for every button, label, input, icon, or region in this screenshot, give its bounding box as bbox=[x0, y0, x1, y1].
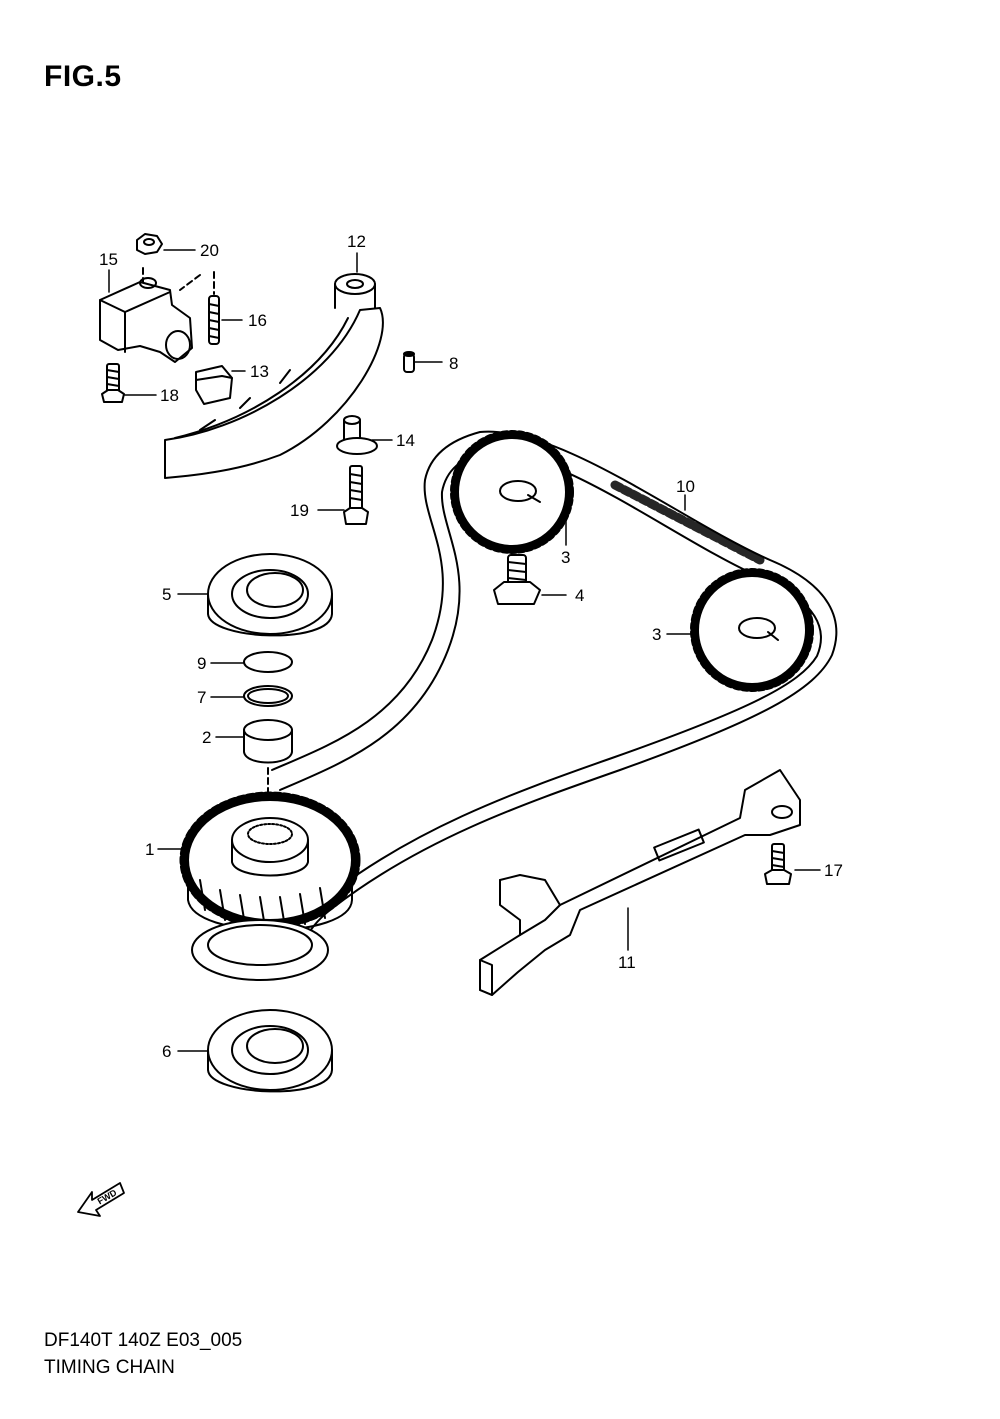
stud-bolt bbox=[208, 271, 220, 345]
crankshaft-gear bbox=[179, 791, 361, 931]
callout-16: 16 bbox=[248, 311, 267, 330]
o-ring bbox=[243, 685, 293, 707]
bolt-18 bbox=[101, 363, 125, 403]
guide-bolt bbox=[764, 843, 792, 885]
dowel-pin bbox=[403, 351, 415, 373]
figure-title: FIG.5 bbox=[44, 60, 122, 93]
sleeve bbox=[243, 719, 293, 764]
callout-13: 13 bbox=[250, 362, 269, 381]
chain-tensioner-arm bbox=[164, 273, 384, 479]
chain-guide bbox=[479, 769, 801, 996]
callout-9: 9 bbox=[197, 654, 206, 673]
callout-15: 15 bbox=[99, 250, 118, 269]
bearing-lower bbox=[207, 1009, 333, 1093]
callout-6: 6 bbox=[162, 1042, 171, 1061]
callout-7: 7 bbox=[197, 688, 206, 707]
snap-ring bbox=[243, 651, 293, 673]
leader-lines bbox=[108, 249, 821, 1052]
tensioner-shoe bbox=[195, 365, 233, 405]
callout-10: 10 bbox=[676, 477, 695, 496]
section-name: TIMING CHAIN bbox=[44, 1357, 175, 1378]
callout-11: 11 bbox=[618, 953, 636, 972]
spacer-bushing bbox=[336, 415, 378, 455]
callout-18: 18 bbox=[160, 386, 179, 405]
forward-arrow-icon: FWD bbox=[77, 1182, 125, 1217]
callout-14: 14 bbox=[396, 431, 415, 450]
callout-labels: 20 15 16 8 13 18 12 14 19 10 3 4 5 3 9 7… bbox=[99, 232, 843, 1061]
callout-5: 5 bbox=[162, 585, 171, 604]
model-code: DF140T 140Z E03_005 bbox=[44, 1330, 243, 1351]
crankshaft-sprocket bbox=[191, 919, 329, 981]
bearing-upper bbox=[207, 553, 333, 637]
camshaft-sprocket-lower bbox=[690, 568, 814, 692]
bolt-19 bbox=[343, 465, 369, 525]
sprocket-bolt bbox=[493, 554, 541, 605]
callout-2: 2 bbox=[202, 728, 211, 747]
callout-8: 8 bbox=[449, 354, 458, 373]
callout-3-lower: 3 bbox=[652, 625, 661, 644]
callout-4: 4 bbox=[575, 586, 584, 605]
callout-17: 17 bbox=[824, 861, 843, 880]
callout-20: 20 bbox=[200, 241, 219, 260]
callout-1: 1 bbox=[145, 840, 154, 859]
nut bbox=[136, 233, 163, 255]
callout-19: 19 bbox=[290, 501, 309, 520]
chain-tensioner-adjuster bbox=[99, 267, 201, 363]
callout-3-upper: 3 bbox=[561, 548, 570, 567]
camshaft-sprocket-upper bbox=[450, 430, 574, 554]
callout-12: 12 bbox=[347, 232, 366, 251]
